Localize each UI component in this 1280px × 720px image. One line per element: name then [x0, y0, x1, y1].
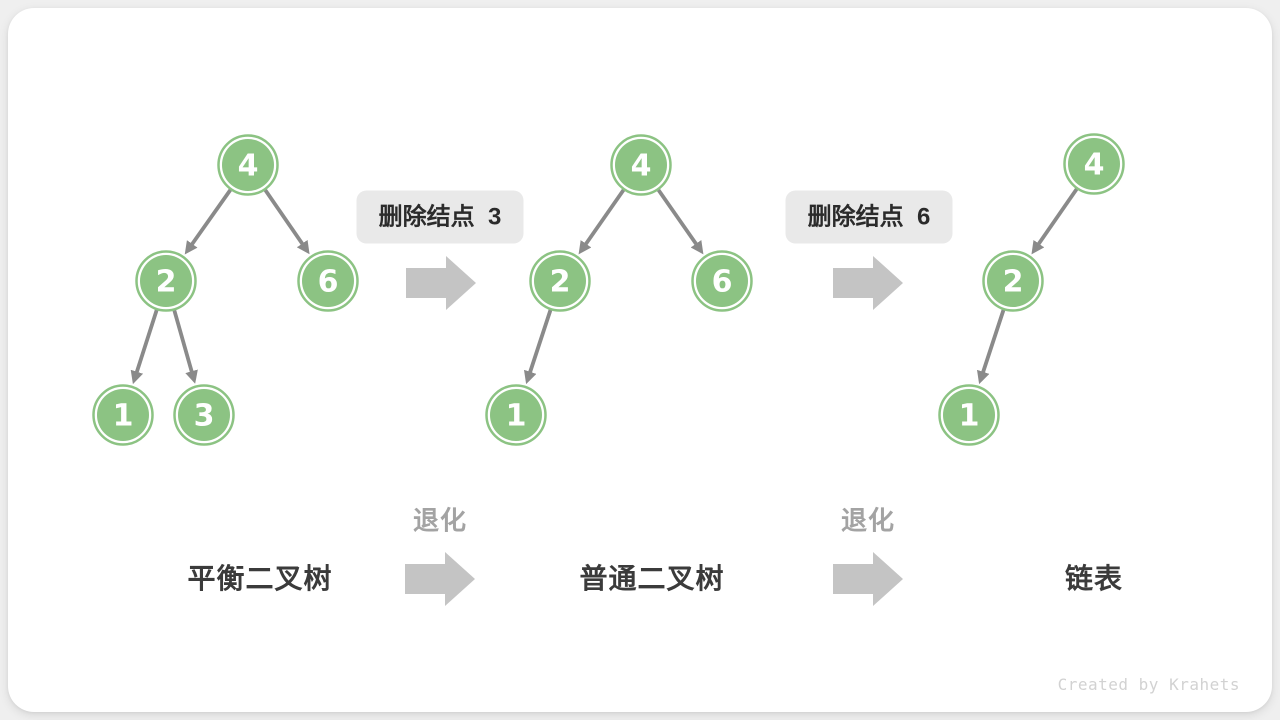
tree-node-value: 1 — [506, 399, 527, 434]
tree-node-ring — [938, 384, 1000, 446]
caption-balanced-binary-tree: 平衡二叉树 — [187, 563, 333, 594]
tree-node-value: 3 — [194, 399, 215, 434]
tree-node-value: 6 — [712, 265, 733, 300]
block-arrow — [405, 552, 475, 606]
tree-edge — [977, 308, 1006, 385]
tree-node-value: 1 — [113, 399, 134, 434]
tree-node-ring — [1063, 133, 1125, 195]
caption-linked-list: 链表 — [1064, 563, 1124, 594]
tree-node-ring — [92, 384, 154, 446]
block-arrow — [833, 552, 903, 606]
tree-edge — [656, 188, 704, 255]
tree-node-ring — [173, 384, 235, 446]
tree-node-ring — [217, 134, 279, 196]
diagram-card — [8, 8, 1272, 712]
tree-node — [97, 389, 149, 441]
tree-edge — [130, 308, 159, 385]
tree-ordinary-binary-tree: 4 2 6 1 — [485, 134, 753, 446]
tree-edge — [184, 188, 233, 255]
tree-node — [615, 139, 667, 191]
tree-node-ring — [982, 250, 1044, 312]
tree-node — [178, 389, 230, 441]
tree-node-value: 2 — [156, 265, 177, 300]
tree-node-value: 6 — [318, 265, 339, 300]
tree-node — [987, 255, 1039, 307]
tree-node-value: 4 — [1084, 148, 1105, 183]
tree-node-ring — [529, 250, 591, 312]
step-label-delete-node-3: 删除结点 3 — [356, 190, 524, 244]
tree-linked-list: 4 2 1 — [938, 133, 1125, 446]
tree-node — [534, 255, 586, 307]
credit-text: Created by Krahets — [1057, 675, 1240, 694]
tree-edge — [578, 188, 626, 255]
tree-node — [943, 389, 995, 441]
tree-edge — [263, 188, 310, 255]
tree-edge — [524, 308, 553, 385]
tree-edge — [172, 309, 198, 384]
tree-edge — [1031, 187, 1079, 255]
tree-node-value: 1 — [959, 399, 980, 434]
tree-node — [222, 139, 274, 191]
tree-node-ring — [485, 384, 547, 446]
block-arrow — [833, 256, 903, 310]
tree-node-value: 4 — [238, 149, 259, 184]
tree-node — [696, 255, 748, 307]
tree-node-value: 4 — [631, 149, 652, 184]
tree-balanced-binary-tree: 4 2 6 1 3 — [92, 134, 359, 446]
tree-node-value: 2 — [550, 265, 571, 300]
tree-node — [140, 255, 192, 307]
tree-node-ring — [610, 134, 672, 196]
step-label-delete-node-6: 删除结点 6 — [785, 190, 953, 244]
block-arrow — [406, 256, 476, 310]
tree-node-ring — [297, 250, 359, 312]
degrade-label-1: 退化 — [412, 505, 468, 536]
tree-node — [302, 255, 354, 307]
degrade-label-2: 退化 — [840, 505, 896, 536]
tree-node-value: 2 — [1003, 265, 1024, 300]
caption-ordinary-binary-tree: 普通二叉树 — [579, 563, 725, 594]
tree-node — [490, 389, 542, 441]
tree-node — [1068, 138, 1120, 190]
tree-node-ring — [691, 250, 753, 312]
tree-node-ring — [135, 250, 197, 312]
